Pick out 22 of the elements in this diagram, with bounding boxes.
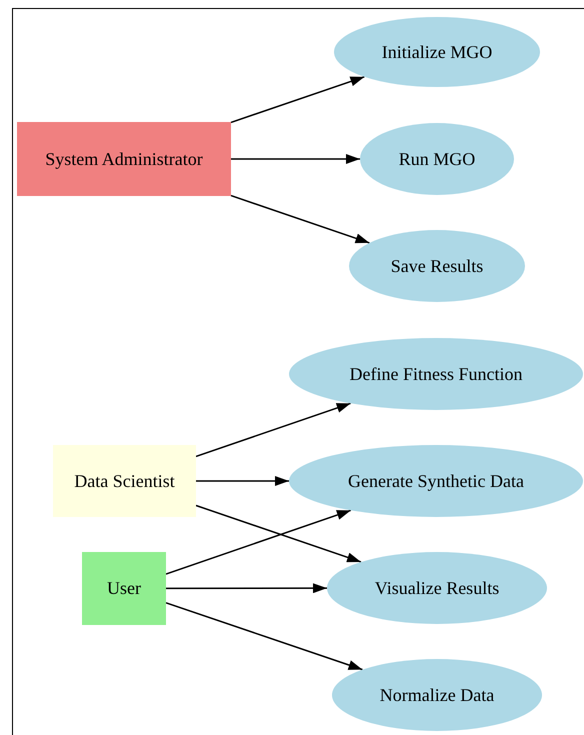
use-case-label: Normalize Data <box>380 684 494 706</box>
actor-label: User <box>107 577 141 600</box>
use-case-label: Visualize Results <box>374 576 500 600</box>
arrow <box>230 194 370 244</box>
actor-label: System Administrator <box>45 148 203 170</box>
actor-box <box>53 445 196 517</box>
arrow <box>166 602 363 670</box>
use-case-label: Generate Synthetic Data <box>348 470 524 492</box>
actor-box <box>82 552 166 625</box>
arrow <box>196 476 289 486</box>
actor-box <box>17 122 231 196</box>
use-case-label: Save Results <box>390 254 484 278</box>
use-case-label: Define Fitness Function <box>350 362 522 386</box>
arrow <box>166 510 352 575</box>
arrow <box>196 402 351 458</box>
arrow <box>166 583 327 594</box>
actor-label: Data Scientist <box>74 470 175 492</box>
use-case-label: Initialize MGO <box>382 40 492 64</box>
use-case-label: Run MGO <box>398 148 476 170</box>
arrow <box>230 76 365 124</box>
arrow <box>231 154 360 164</box>
arrow <box>196 504 362 563</box>
